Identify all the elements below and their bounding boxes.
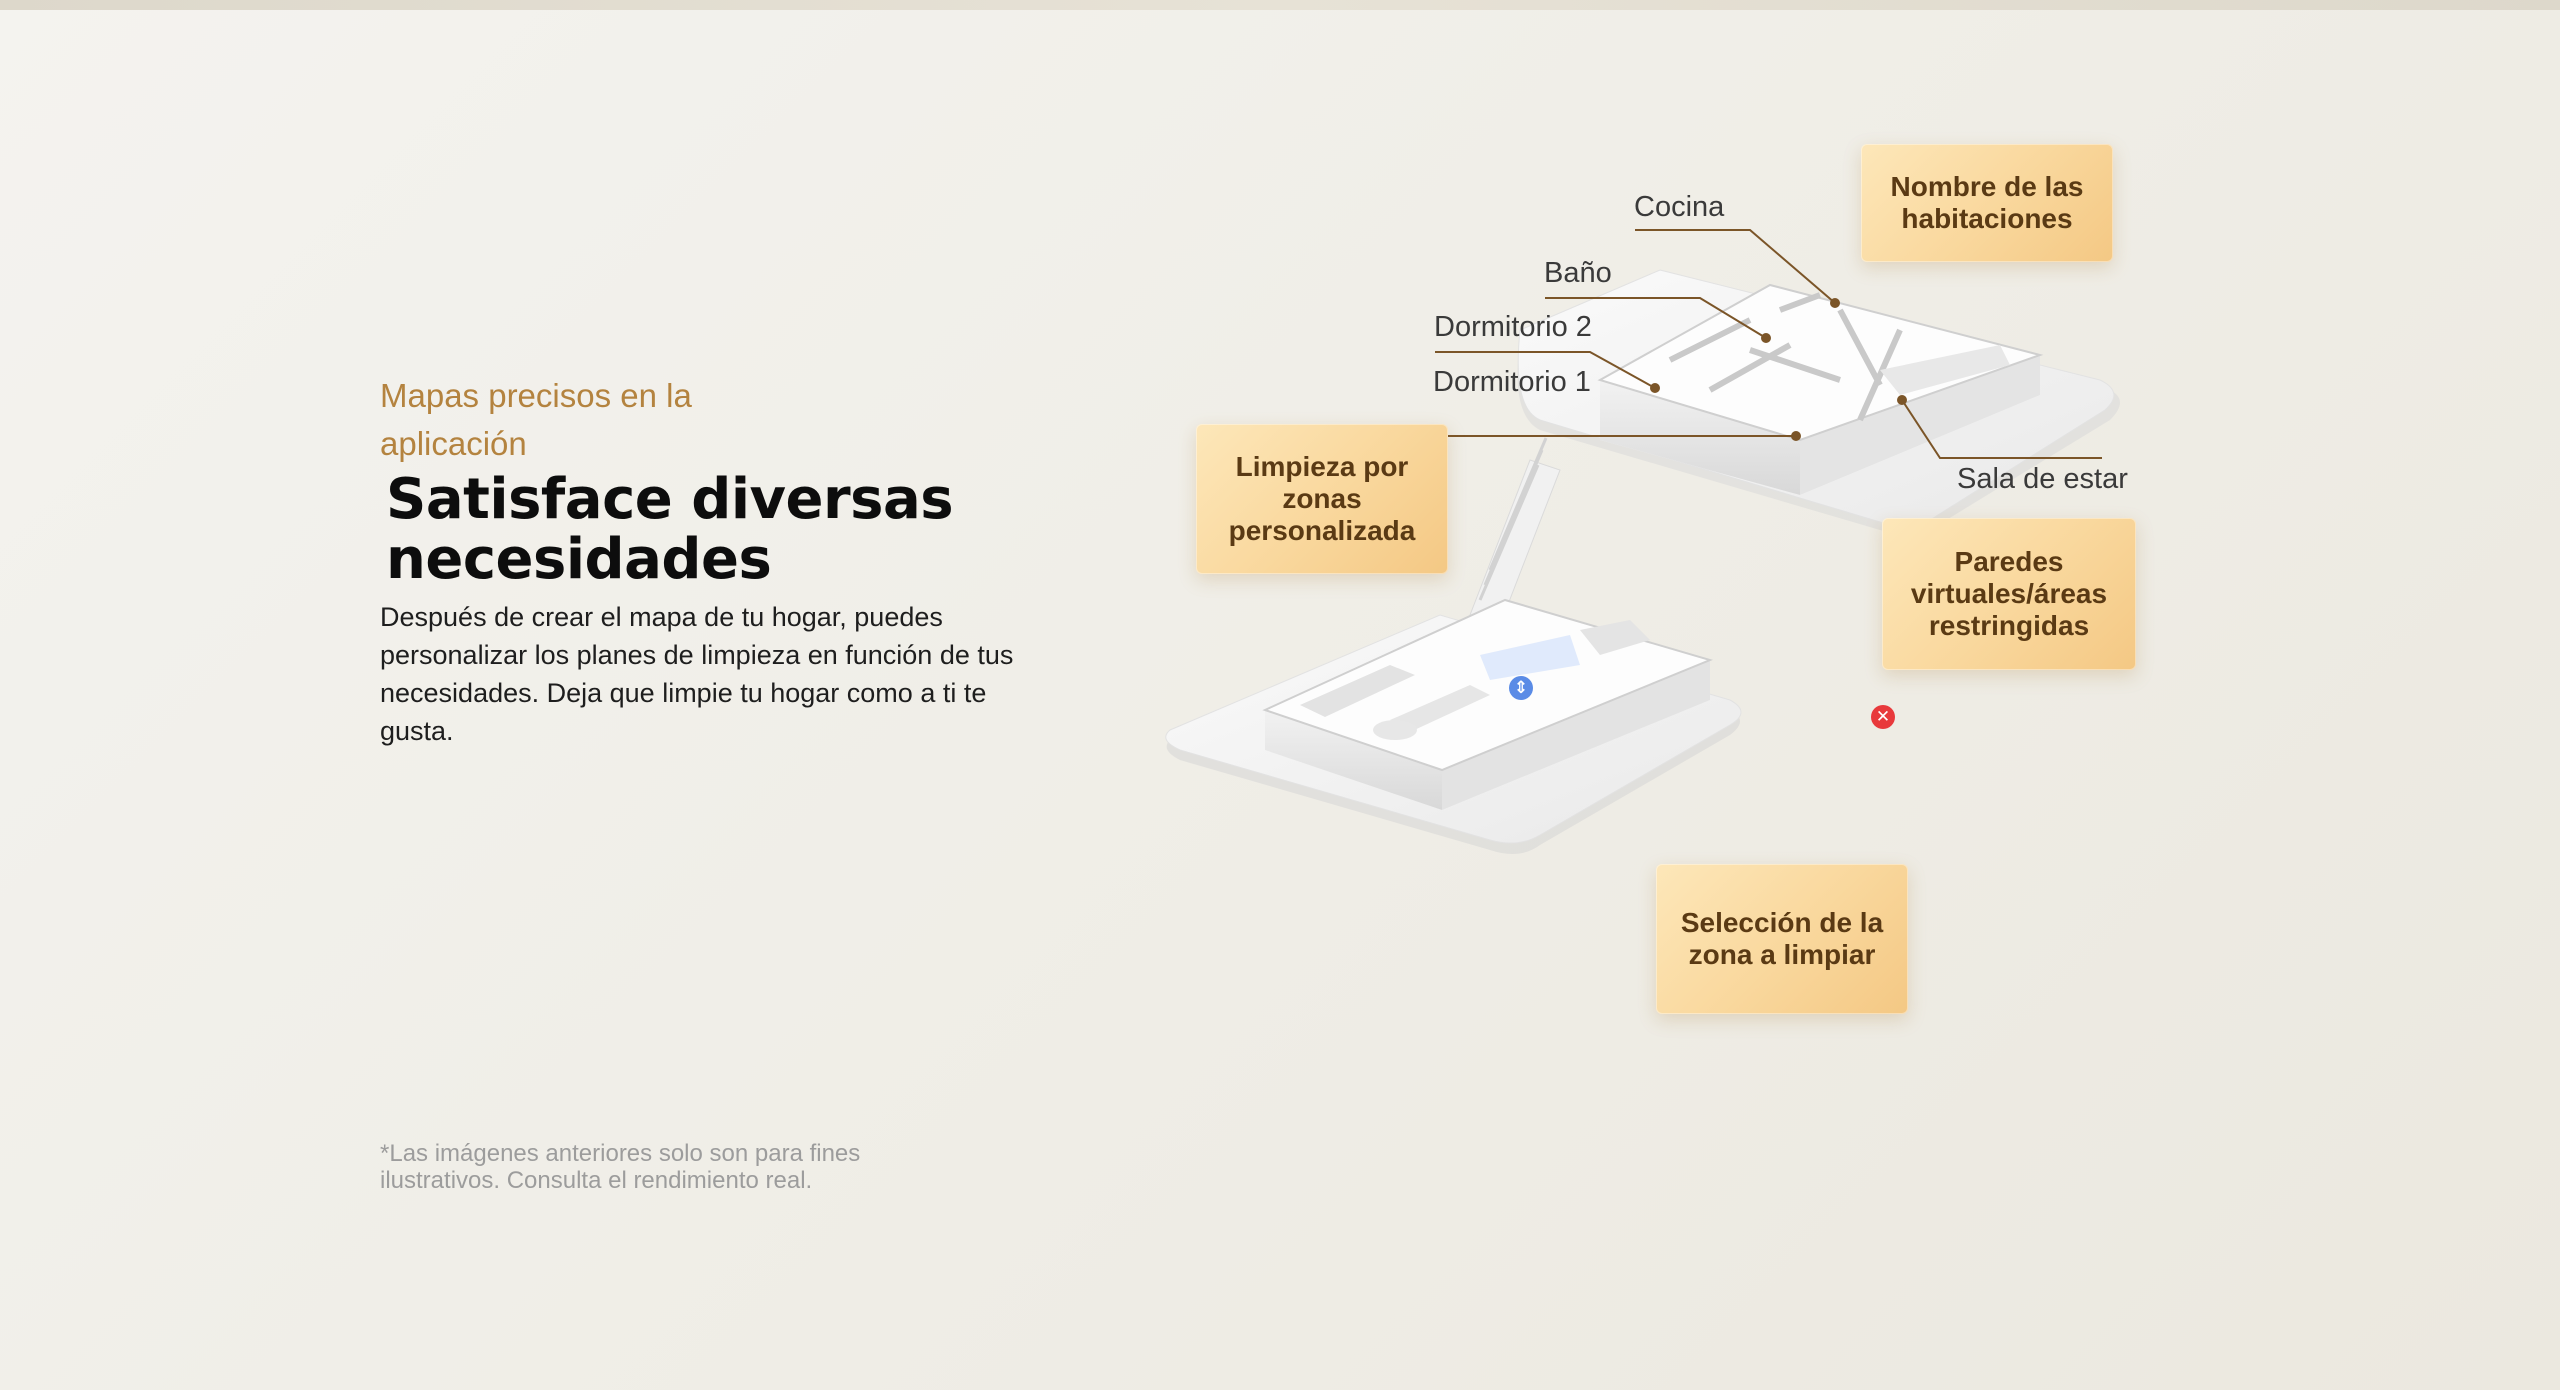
room-label-bedroom-1: Dormitorio 1 [1433, 366, 1591, 398]
section-eyebrow: Mapas precisos en la aplicación [380, 377, 692, 462]
top-banner-strip [0, 0, 2560, 10]
callout-area-selection: Selección de la zona a limpiar [1656, 864, 1908, 1014]
room-leader-lines [1434, 229, 2102, 459]
middle-floor-left [1165, 598, 1742, 854]
room-label-living-room: Sala de estar [1957, 463, 2128, 495]
page-title: Satisface diversas necesidades [386, 467, 954, 592]
robot-vacuum-icon: ⇕ [1509, 676, 1533, 700]
callout-virtual-walls: Paredes virtuales/áreas restringidas [1882, 518, 2136, 670]
upper-staircase [1469, 437, 1561, 626]
room-label-bathroom: Baño [1544, 257, 1612, 289]
no-go-zone-icon: ✕ [1871, 705, 1895, 729]
room-label-bedroom-2: Dormitorio 2 [1434, 311, 1592, 343]
image-disclaimer: *Las imágenes anteriores solo son para f… [380, 1140, 861, 1194]
callout-zone-cleaning: Limpieza por zonas personalizada [1196, 424, 1448, 574]
section-description: Después de crear el mapa de tu hogar, pu… [380, 602, 1014, 746]
top-floor [1517, 269, 2120, 535]
home-map-illustration: Nombre de las habitaciones Limpieza por … [1140, 120, 2180, 1255]
room-label-kitchen: Cocina [1634, 191, 1725, 223]
floor-plan-graphic [1165, 229, 2120, 854]
callout-room-names: Nombre de las habitaciones [1861, 144, 2113, 262]
intro-text-block: Mapas precisos en la aplicación Satisfac… [380, 372, 1040, 750]
